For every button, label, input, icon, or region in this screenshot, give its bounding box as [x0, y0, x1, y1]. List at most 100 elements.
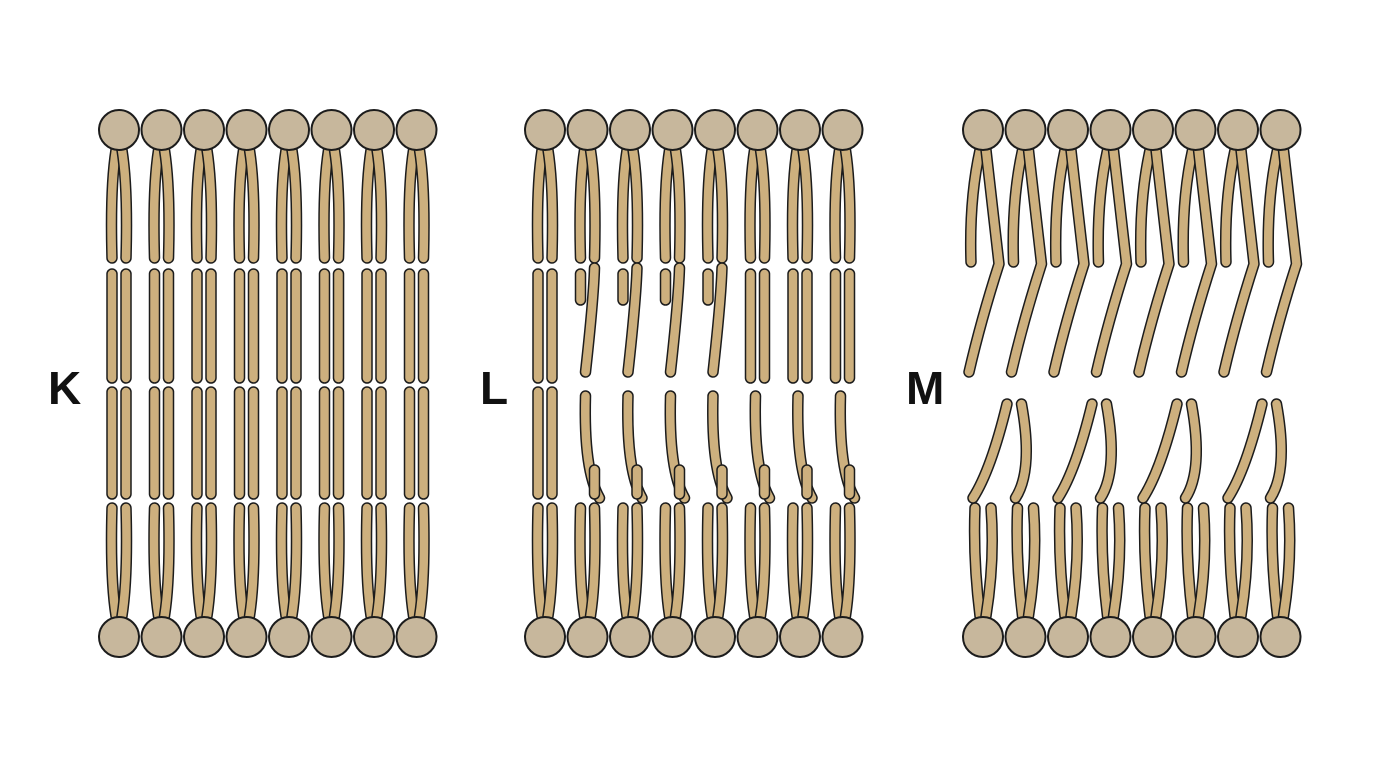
lipid-head-bottom [1259, 616, 1302, 658]
lipid-head-bottom [1174, 616, 1217, 658]
lipid-tail [703, 503, 717, 621]
lipid-head-top [140, 109, 183, 151]
lipid-head-bottom [310, 616, 353, 658]
lipid-tail [970, 503, 985, 621]
lipid-tail [245, 503, 259, 621]
lipid-head-top [962, 109, 1004, 151]
lipid-tail [362, 503, 376, 621]
lipid-tail [788, 503, 802, 621]
lipid-tail-kinked [1049, 145, 1089, 377]
lipid-tail [533, 145, 547, 263]
lipid-head-top [779, 109, 821, 151]
lipid-tail [703, 145, 717, 263]
lipid-tail [245, 145, 259, 263]
panel-label-k: K [48, 362, 81, 414]
lipid-tail [1066, 503, 1082, 621]
lipid-tail [798, 503, 812, 621]
lipid-tail [671, 145, 685, 263]
lipid-tail [713, 503, 727, 621]
lipid-tail [372, 503, 386, 621]
lipid-tail [1097, 503, 1112, 621]
lipid-tail [1012, 503, 1027, 621]
lipid-tail [319, 145, 333, 263]
lipid-tail [660, 145, 674, 263]
lipid-tail [372, 145, 386, 263]
lipid-head-top [1174, 109, 1217, 151]
lipid-tail [543, 503, 557, 621]
panel-label-m: M [906, 362, 944, 414]
lipid-tail [713, 145, 727, 263]
lipid-tail [1182, 503, 1197, 621]
lipid-tail-kinked [1266, 399, 1286, 503]
lipid-tail-kinked [1011, 399, 1031, 503]
lipid-head-bottom [1089, 616, 1132, 658]
lipid-head-bottom [821, 616, 864, 658]
lipid-head-bottom [395, 616, 438, 658]
lipid-tail-kinked [968, 399, 1012, 503]
lipid-head-top [98, 109, 140, 151]
lipid-tail-kinked [1007, 145, 1046, 377]
lipid-tail [1055, 503, 1070, 621]
lipid-head-top [524, 109, 566, 151]
lipid-tail [830, 145, 844, 263]
lipid-tail [319, 503, 333, 621]
lipid-tail [362, 145, 376, 263]
lipid-head-top [1217, 109, 1259, 151]
lipid-tail [1263, 145, 1282, 267]
lipid-tail [1267, 503, 1282, 621]
lipid-tail [841, 503, 855, 621]
lipid-head-top [225, 109, 268, 151]
lipid-tail [798, 145, 812, 263]
lipid-tail-kinked [1092, 145, 1131, 377]
lipid-head-bottom [779, 616, 821, 658]
lipid-head-bottom [98, 616, 140, 658]
lipid-head-bottom [268, 616, 310, 658]
lipid-tail [756, 145, 770, 263]
lipid-tail-kinked [1219, 145, 1259, 377]
lipid-tail [618, 145, 632, 263]
lipid-head-bottom [183, 616, 225, 658]
lipid-head-bottom [1132, 616, 1174, 658]
lipid-tail [287, 503, 301, 621]
lipid-tail [1051, 145, 1070, 267]
lipid-head-top [1132, 109, 1174, 151]
lipid-tail [1136, 145, 1155, 267]
lipid-tail [671, 503, 685, 621]
lipid-tail [107, 145, 121, 263]
lipid-tail [234, 145, 248, 263]
lipid-head-top [651, 109, 694, 151]
lipid-head-bottom [225, 616, 268, 658]
lipid-head-top [353, 109, 395, 151]
lipid-head-top [1089, 109, 1132, 151]
lipid-tail [330, 145, 344, 263]
lipid-head-bottom [609, 616, 651, 658]
lipid-tail [1008, 145, 1027, 267]
lipid-tail [277, 145, 291, 263]
lipid-tail [149, 503, 163, 621]
lipid-tail [107, 503, 121, 621]
lipid-tail [277, 503, 291, 621]
lipid-tail [1194, 503, 1209, 621]
lipid-tail-kinked [1181, 399, 1201, 503]
lipid-head-bottom [566, 616, 609, 658]
lipid-tail [1225, 503, 1240, 621]
lipid-tail [234, 503, 248, 621]
lipid-tail [660, 503, 674, 621]
lipid-tail [628, 145, 642, 263]
lipid-tail-kinked [1134, 145, 1174, 377]
lipid-head-bottom [694, 616, 736, 658]
panel-label-l: L [480, 362, 508, 414]
lipid-tail [586, 145, 600, 263]
lipid-tail [287, 145, 301, 263]
lipid-head-top [1259, 109, 1302, 151]
lipid-head-bottom [524, 616, 566, 658]
bilayer-panel-l [524, 109, 864, 658]
lipid-tail-kinked [1053, 399, 1097, 503]
lipid-tail [1109, 503, 1124, 621]
lipid-tail [160, 145, 174, 263]
lipid-tail-kinked [1138, 399, 1182, 503]
lipid-tail [618, 503, 632, 621]
lipid-tail [330, 503, 344, 621]
lipid-tail [575, 145, 589, 263]
lipid-head-bottom [736, 616, 779, 658]
